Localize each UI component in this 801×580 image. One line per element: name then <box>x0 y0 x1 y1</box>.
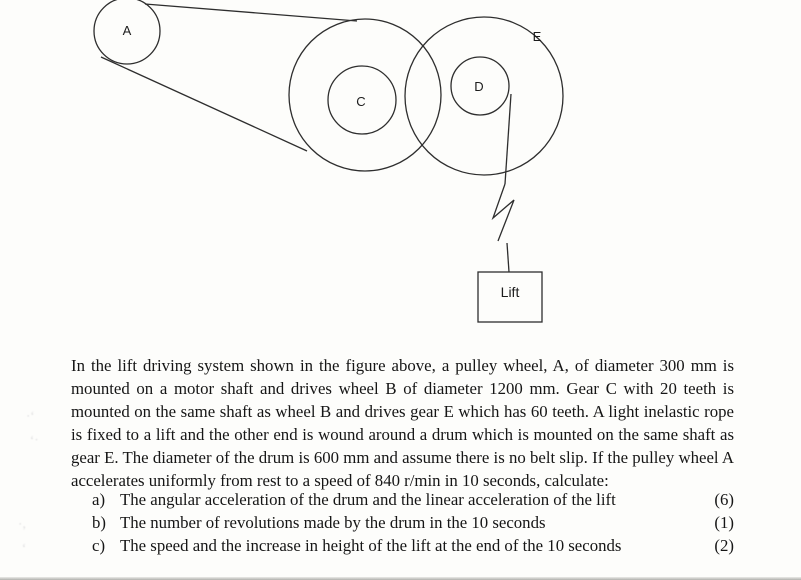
lift-box <box>477 271 543 323</box>
rope-lower-segment <box>506 242 510 273</box>
question-item-c: c) The speed and the increase in height … <box>92 534 734 557</box>
gear-e-circle <box>404 16 564 176</box>
drum-d-label: D <box>474 79 483 94</box>
lift-system-diagram: A C D E Lift <box>93 0 564 323</box>
scan-artifact: ·ʻ <box>25 407 36 424</box>
rope-break-squiggle <box>491 183 515 242</box>
gear-e-label: E <box>533 29 542 44</box>
scan-artifact: ·, <box>17 515 27 532</box>
question-marks: (6) <box>714 490 734 509</box>
question-label: c) <box>92 536 106 555</box>
scan-artifact: ʻ· <box>29 431 40 448</box>
belt-bottom-line <box>100 56 308 152</box>
scan-artifact: ʻ <box>21 539 27 556</box>
pulley-a-circle <box>93 0 161 65</box>
pulley-a-label: A <box>123 23 132 38</box>
question-text: The angular acceleration of the drum and… <box>120 490 616 509</box>
drum-d-circle <box>450 56 510 116</box>
wheel-b-circle <box>288 18 442 172</box>
gear-c-circle <box>327 65 397 135</box>
question-marks: (1) <box>714 513 734 532</box>
problem-statement: In the lift driving system shown in the … <box>71 355 734 490</box>
question-label: a) <box>92 490 106 509</box>
rope-upper-segment <box>504 93 512 185</box>
question-text: The number of revolutions made by the dr… <box>120 513 546 532</box>
question-list: a) The angular acceleration of the drum … <box>92 488 734 557</box>
belt-top-line <box>144 3 358 22</box>
question-marks: (2) <box>714 536 734 555</box>
question-item-a: a) The angular acceleration of the drum … <box>92 488 734 511</box>
question-label: b) <box>92 513 106 532</box>
question-item-b: b) The number of revolutions made by the… <box>92 511 734 534</box>
question-text: The speed and the increase in height of … <box>120 536 622 555</box>
lift-box-label: Lift <box>501 284 520 300</box>
scan-page-edge <box>0 577 801 580</box>
gear-c-label: C <box>356 94 365 109</box>
